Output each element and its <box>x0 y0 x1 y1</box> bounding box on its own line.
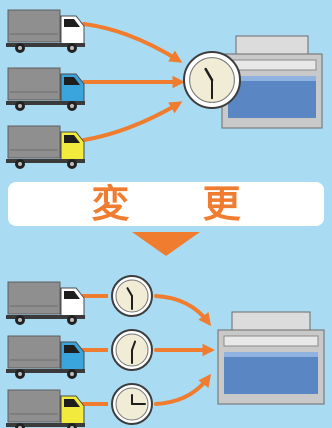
arrow-after-3 <box>154 373 212 406</box>
window-highlight <box>224 352 318 357</box>
cargo-box <box>7 9 61 43</box>
cab-window <box>64 19 80 27</box>
cargo-box <box>7 125 61 159</box>
wheel-hub <box>70 372 74 376</box>
before-clock-group <box>183 51 241 109</box>
wheel <box>67 423 77 428</box>
chassis <box>6 101 85 105</box>
wheel-hub <box>18 104 22 108</box>
cargo-box <box>7 67 61 101</box>
arrow-after-1 <box>154 294 212 327</box>
after-warehouse <box>217 311 325 405</box>
before-trucks <box>6 9 85 169</box>
warehouse-window <box>224 352 318 394</box>
cargo-box <box>7 281 61 315</box>
arrow-before-1 <box>82 22 183 63</box>
change-banner: 変 更 <box>8 182 324 226</box>
before-arrows <box>82 22 186 142</box>
cargo-box <box>7 335 61 369</box>
change-banner-label: 変 更 <box>91 182 271 226</box>
arrow-before-3 <box>82 101 183 142</box>
hour-hand <box>204 67 214 82</box>
warehouse-band <box>227 59 317 71</box>
truck-before-3 <box>6 125 85 169</box>
clock-icon-1 <box>111 275 153 317</box>
truck-before-2 <box>6 67 85 111</box>
truck-after-3 <box>6 389 85 428</box>
wheel <box>15 423 25 428</box>
window-highlight <box>228 76 316 81</box>
clock-icon-3 <box>111 383 153 425</box>
cab-window <box>64 345 80 353</box>
warehouse-band <box>223 335 319 347</box>
wheel-hub <box>70 318 74 322</box>
warehouse-after-icon <box>217 311 325 405</box>
cargo-box <box>7 389 61 423</box>
truck-before-1 <box>6 9 85 53</box>
chassis <box>6 315 85 319</box>
after-clock-group <box>111 275 153 425</box>
wheel-hub <box>18 318 22 322</box>
down-arrow-icon <box>132 232 200 256</box>
chassis <box>6 43 85 47</box>
hour-hand <box>131 340 137 351</box>
cab-window <box>64 77 80 85</box>
chassis <box>6 369 85 373</box>
wheel-hub <box>70 46 74 50</box>
warehouse-window <box>228 76 316 118</box>
cab-window <box>64 135 80 143</box>
hour-hand <box>126 287 133 297</box>
roof <box>235 35 309 55</box>
roof <box>231 311 311 331</box>
truck-after-2 <box>6 335 85 379</box>
cab-window <box>64 291 80 299</box>
wheel-hub <box>70 104 74 108</box>
chassis <box>6 159 85 163</box>
wheel-hub <box>18 46 22 50</box>
after-arrows <box>82 294 216 406</box>
after-trucks <box>6 281 85 428</box>
wheel-hub <box>18 162 22 166</box>
clock-icon <box>183 51 241 109</box>
cab-window <box>64 399 80 407</box>
truck-after-1 <box>6 281 85 325</box>
clock-icon-2 <box>111 329 153 371</box>
wheel-hub <box>18 372 22 376</box>
chassis <box>6 423 85 427</box>
wheel-hub <box>70 162 74 166</box>
